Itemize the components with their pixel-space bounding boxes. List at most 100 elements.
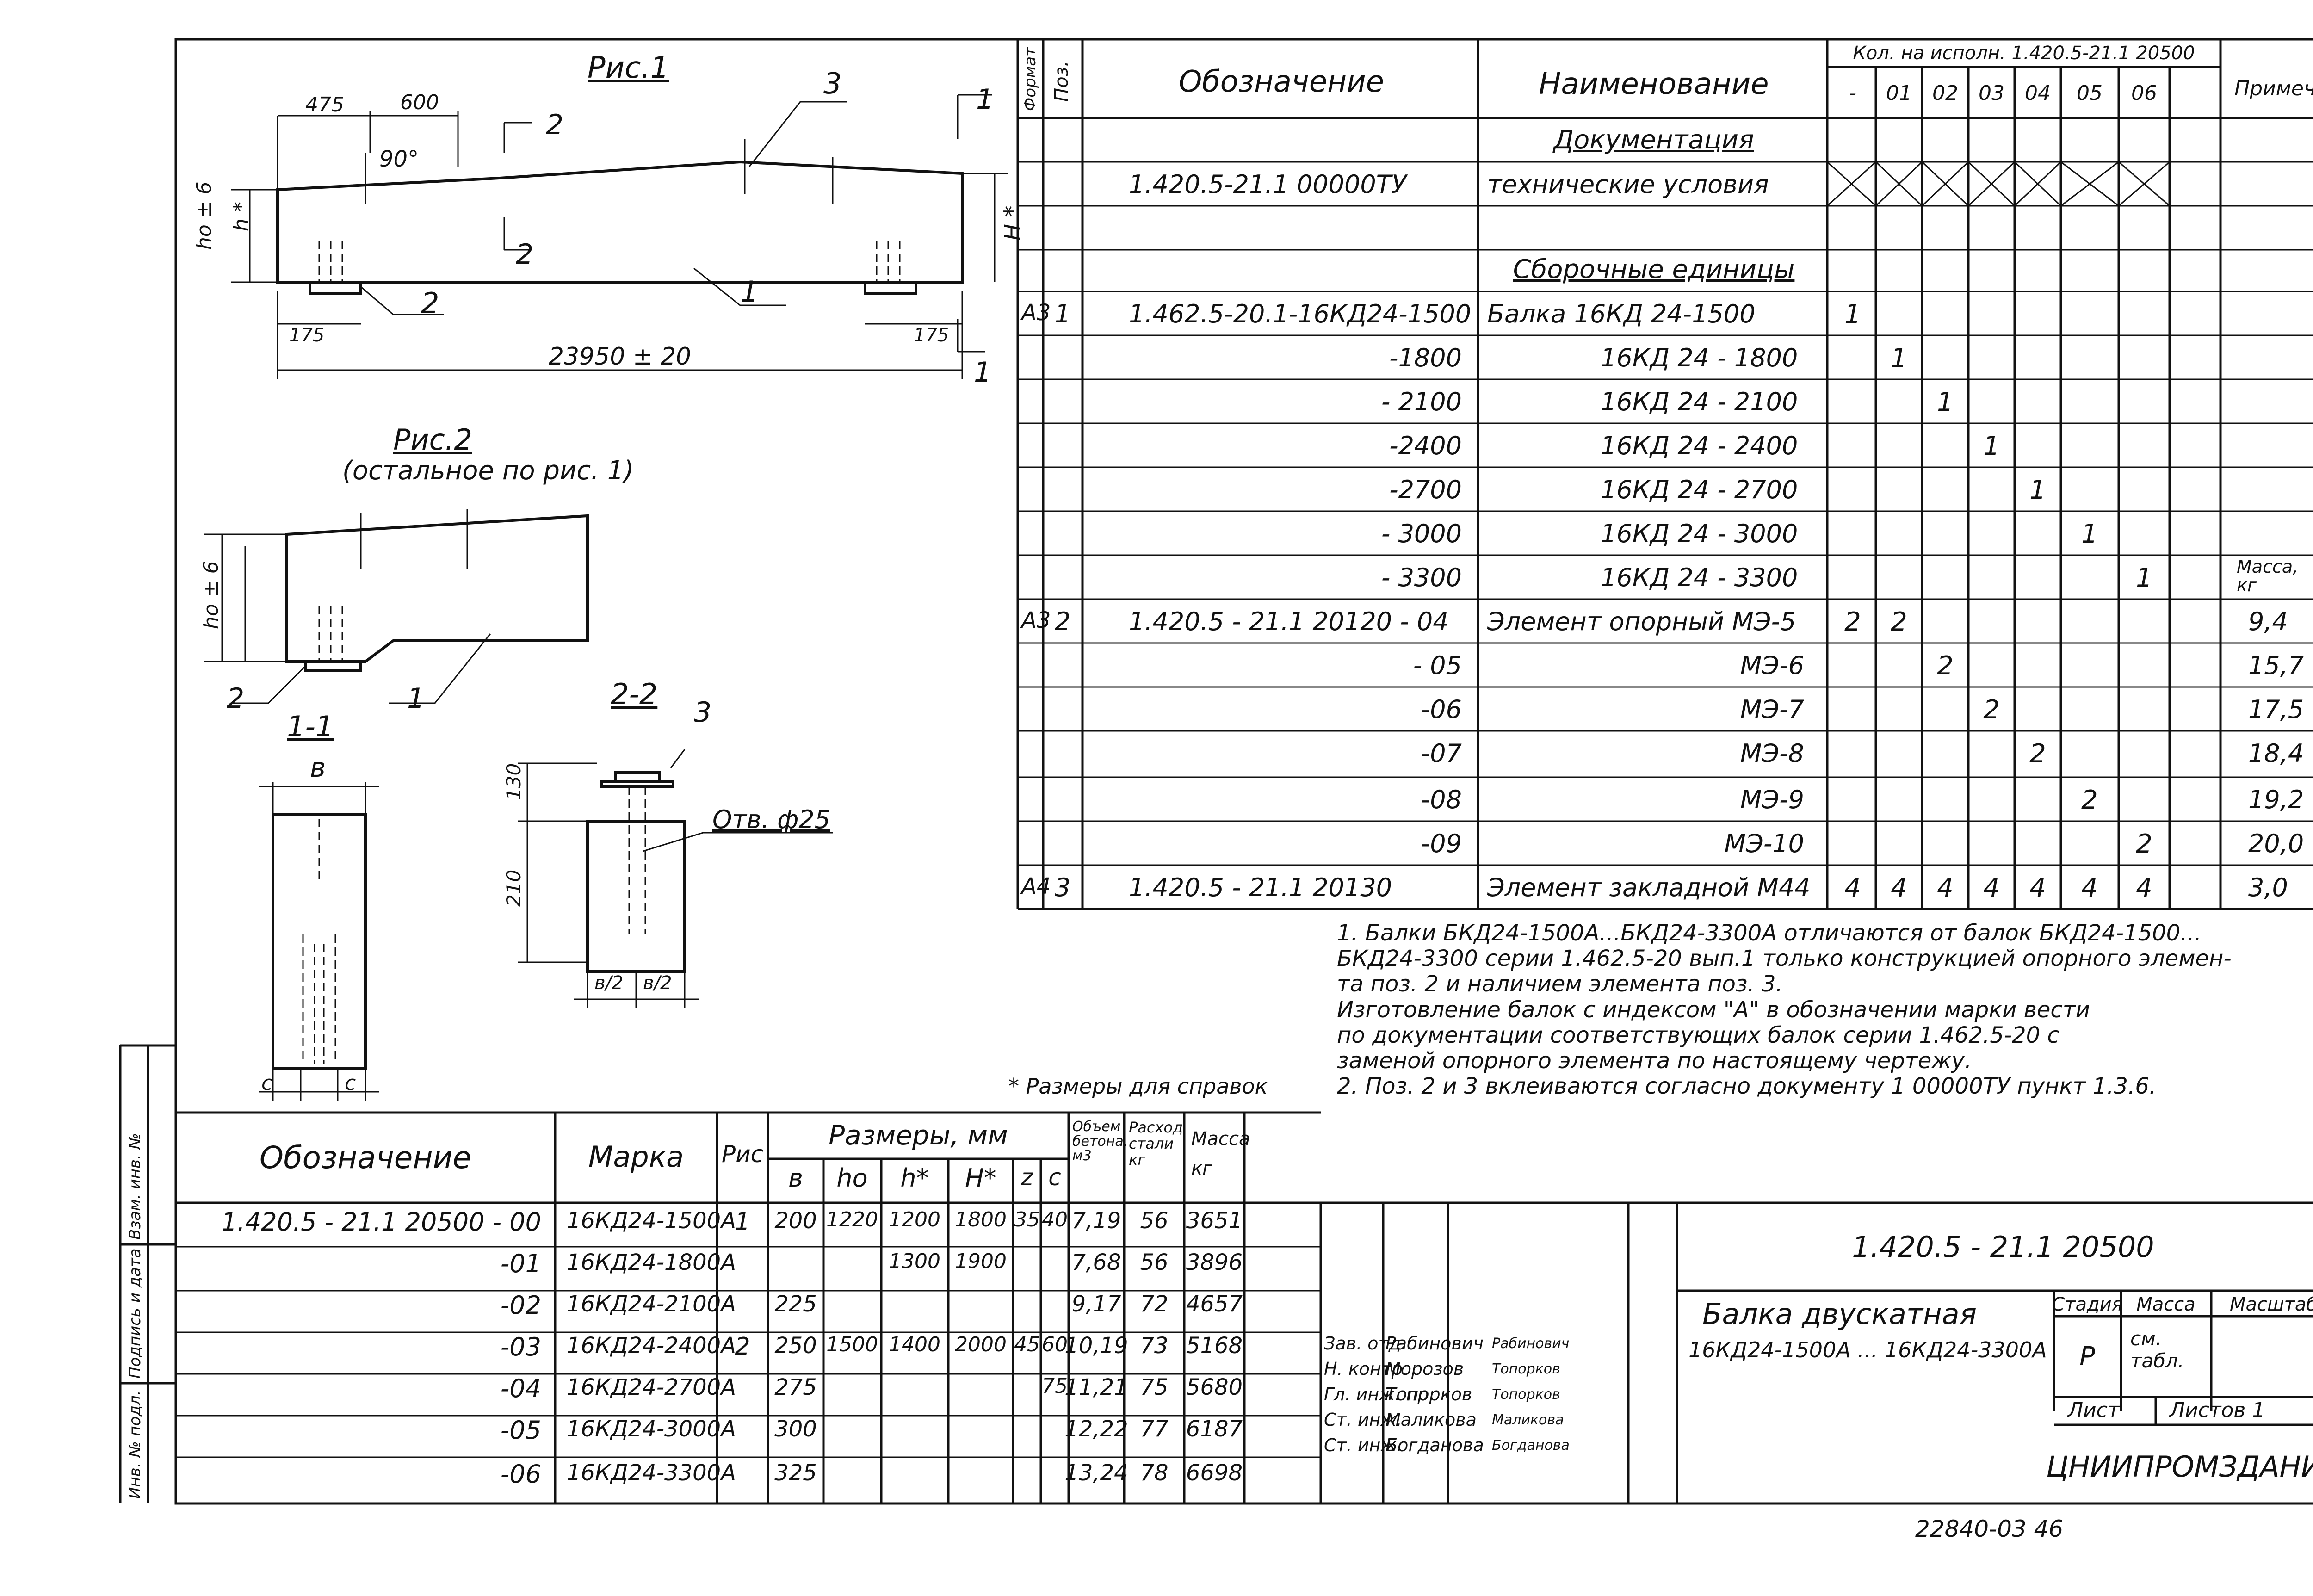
spec-cell-pos: 1 [1054,299,1071,328]
spec-cell-name: Балка 16КД 24-1500 [1487,299,1756,328]
dims-header-H: H* [965,1163,996,1193]
spec-cell-name: Элемент закладной М44 [1487,873,1811,902]
dims-cell-H: 1800 [955,1208,1007,1231]
spec-cell-note: 9,4 [2248,607,2288,636]
staff-name: Морозов [1385,1359,1464,1379]
dims-cell-vol: 11,21 [1064,1374,1128,1400]
stamp-signature-date: Подпись и дата [126,1248,144,1379]
spec-cell-qty: 2 [1891,607,1907,637]
spec-cell-name: 16КД 24 - 2100 [1601,387,1798,416]
dims-header-z: z [1020,1164,1033,1191]
staff-role: Гл. инж. пр. [1324,1384,1435,1404]
spec-qty-col-header: - [1849,81,1856,105]
mass-header: Масса [2136,1294,2195,1315]
spec-cell-name: МЭ-7 [1740,695,1804,724]
dims-cell-designation: -05 [500,1416,541,1445]
dims-header-sizes: Размеры, мм [829,1120,1008,1151]
dim-130: 130 [502,763,525,800]
staff-signature: Маликова [1492,1412,1564,1428]
spec-cell-qty: 1 [1891,343,1907,373]
dims-cell-c: 75 [1042,1374,1068,1398]
section-1-1-c-left: с [261,1071,273,1095]
staff-role: Ст. инж. [1324,1435,1402,1455]
dim-210: 210 [502,869,525,907]
dims-cell-designation: 1.420.5 - 21.1 20500 - 00 [221,1207,541,1237]
spec-cell-qty: 2 [1844,607,1861,637]
spec-cell-qty: 4 [1937,873,1954,903]
hole-label: Отв. ф25 [712,805,830,834]
spec-cell-name: 16КД 24 - 2400 [1601,431,1798,460]
dims-header-b: в [788,1163,803,1193]
spec-cell-format: А3 [1021,607,1051,633]
stage-header: Стадия [2052,1294,2123,1315]
dims-header-volume: Объем бетона, м3 [1072,1119,1128,1164]
dims-cell-mark: 16КД24-3000А [567,1416,736,1442]
dim-175-left: 175 [289,325,325,346]
spec-cell-note: Масса, кг [2237,557,2299,595]
stamp-inv-no: Инв. № подл. [126,1390,144,1499]
spec-cell-name: 16КД 24 - 2700 [1601,475,1798,504]
scale-header: Масштаб [2229,1294,2313,1315]
dims-cell-vol: 12,22 [1064,1416,1128,1442]
dim-90: 90° [379,146,419,172]
spec-cell-designation: 1.420.5 - 21.1 20130 [1129,873,1392,902]
note-line: та поз. 2 и наличием элемента поз. 3. [1337,971,1783,997]
spec-cell-designation: -08 [1421,785,1462,814]
spec-qty-col-header: 04 [2025,81,2051,105]
fig2-pos-1: 1 [407,682,425,715]
spec-qty-col-header: 03 [1979,81,2004,105]
dims-header-h: h* [900,1163,929,1193]
dims-cell-mass: 6187 [1186,1416,1243,1442]
fig2-label-h0: ho ± 6 [199,561,223,629]
note-line: заменой опорного элемента по настоящему … [1337,1047,1972,1074]
staff-signature: Топорков [1492,1361,1560,1377]
ref-dimensions-note: * Размеры для справок [1008,1074,1268,1099]
note-line: 2. Поз. 2 и 3 вклеиваются согласно докум… [1337,1073,2157,1100]
spec-cell-name: МЭ-9 [1740,785,1804,814]
dims-cell-H: 2000 [955,1333,1007,1356]
dims-cell-h0: 1220 [826,1208,878,1231]
section-1-1-title: 1-1 [287,710,334,743]
dims-cell-c: 40 [1042,1208,1068,1231]
staff-signature: Рабинович [1492,1336,1570,1352]
dims-cell-b: 275 [774,1374,817,1400]
staff-signature: Топорков [1492,1386,1560,1403]
dim-175-right: 175 [914,325,949,346]
dims-cell-b: 300 [774,1416,817,1442]
spec-cell-qty: 2 [2081,785,2098,815]
spec-cell-name: МЭ-10 [1724,829,1805,858]
dims-header-mass: Масса кг [1191,1128,1250,1179]
dims-cell-mark: 16КД24-1800А [567,1250,736,1275]
spec-cell-qty: 4 [2081,873,2098,903]
spec-cell-format: А3 [1021,300,1051,326]
staff-name: Рабинович [1385,1333,1484,1354]
dims-cell-c: 60 [1042,1333,1068,1356]
spec-cell-qty: 1 [2136,563,2152,593]
dims-cell-b: 225 [774,1291,817,1317]
dims-cell-b: 200 [774,1208,817,1234]
staff-role: Зав. отд. [1324,1333,1406,1354]
spec-cell-designation: - 05 [1413,651,1462,680]
dims-cell-mark: 16КД24-1500А [567,1208,736,1234]
dims-cell-vol: 13,24 [1064,1460,1128,1486]
staff-name: Богданова [1385,1435,1484,1455]
footer-code: 22840-03 46 [1915,1516,2064,1542]
spec-cell-qty: 1 [1844,299,1861,329]
dims-header-designation: Обозначение [260,1140,471,1175]
staff-role: Н. контр. [1324,1359,1409,1379]
dims-cell-steel: 56 [1140,1250,1169,1275]
spec-cell-qty: 4 [1891,873,1907,903]
spec-cell-designation: -2400 [1389,431,1462,460]
dims-cell-mark: 16КД24-2100А [567,1291,736,1317]
note-line: БКД24-3300 серии 1.462.5-20 вып.1 только… [1337,946,2232,972]
fig2-pos-2: 2 [227,682,245,715]
spec-header-qty-group: Кол. на исполн. 1.420.5-21.1 20500 [1853,43,2195,64]
dims-cell-fig: 2 [735,1333,750,1361]
section-1-1-c-right: с [345,1071,356,1095]
dims-cell-steel: 73 [1140,1333,1169,1359]
title-line-1: Балка двускатная [1702,1297,1977,1331]
dims-cell-mass: 3896 [1186,1250,1243,1275]
spec-qty-col-header: 01 [1886,81,1912,105]
spec-cell-pos: 3 [1054,873,1071,902]
spec-section-docs: Документация [1553,125,1754,155]
